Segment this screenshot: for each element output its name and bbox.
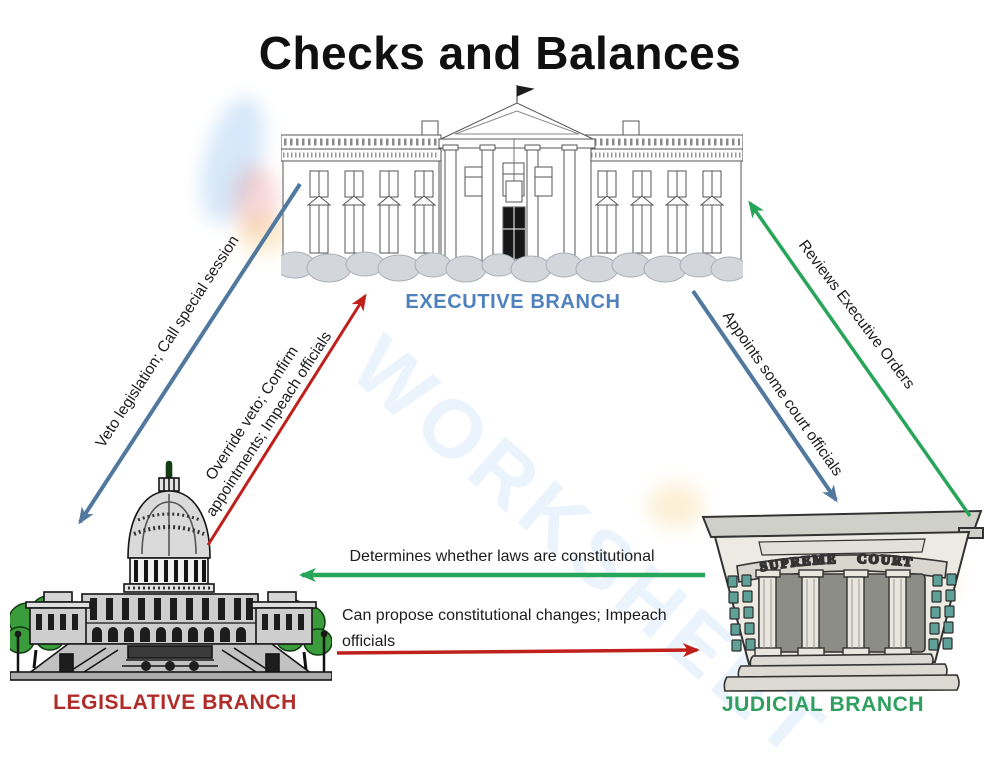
executive-branch-label: EXECUTIVE BRANCH [405, 291, 621, 313]
arrow-label-line: officials [342, 633, 396, 650]
steps [723, 653, 960, 692]
capitol-column-windows [90, 598, 253, 620]
arrow-executive-to-legislative [78, 182, 302, 525]
dome-statue [165, 460, 173, 478]
watermark-blob-yellow [238, 213, 290, 255]
supreme-court-illustration: SUPREME COURT [701, 509, 984, 692]
page-title: Checks and Balances [258, 27, 742, 79]
judicial-branch-label: JUDICIAL BRANCH [721, 693, 925, 716]
arrow-legislative-to-judicial [336, 643, 700, 658]
side-windows [727, 573, 957, 652]
arrow-judicial-to-executive [748, 200, 972, 518]
shrubs [281, 251, 743, 283]
arrows-layer [78, 182, 972, 658]
capitol-arches [92, 627, 246, 642]
watermark-blob-red [233, 165, 278, 235]
arrow-label-line: Can propose constitutional changes; Impe… [342, 607, 667, 624]
legislative-branch-label: LEGISLATIVE BRANCH [53, 691, 297, 714]
arrow-executive-to-judicial [691, 289, 838, 503]
white-house-illustration [281, 85, 743, 283]
arrow-label-determines-constitutional: Determines whether laws are constitution… [349, 548, 655, 565]
watermark-blob-gold [648, 483, 703, 528]
arrow-label-propose-changes: Can propose constitutional changes; Impe… [342, 603, 667, 655]
arrow-legislative-to-executive [206, 293, 367, 546]
columns [754, 569, 912, 657]
portico-columns [442, 144, 578, 262]
right-wing-windows [594, 170, 725, 254]
us-capitol-illustration [10, 460, 332, 681]
checks-and-balances-diagram: WORKSHEET Checks and Balances [10, 27, 984, 778]
portico-lantern [505, 180, 523, 203]
left-wing-windows [306, 170, 437, 254]
